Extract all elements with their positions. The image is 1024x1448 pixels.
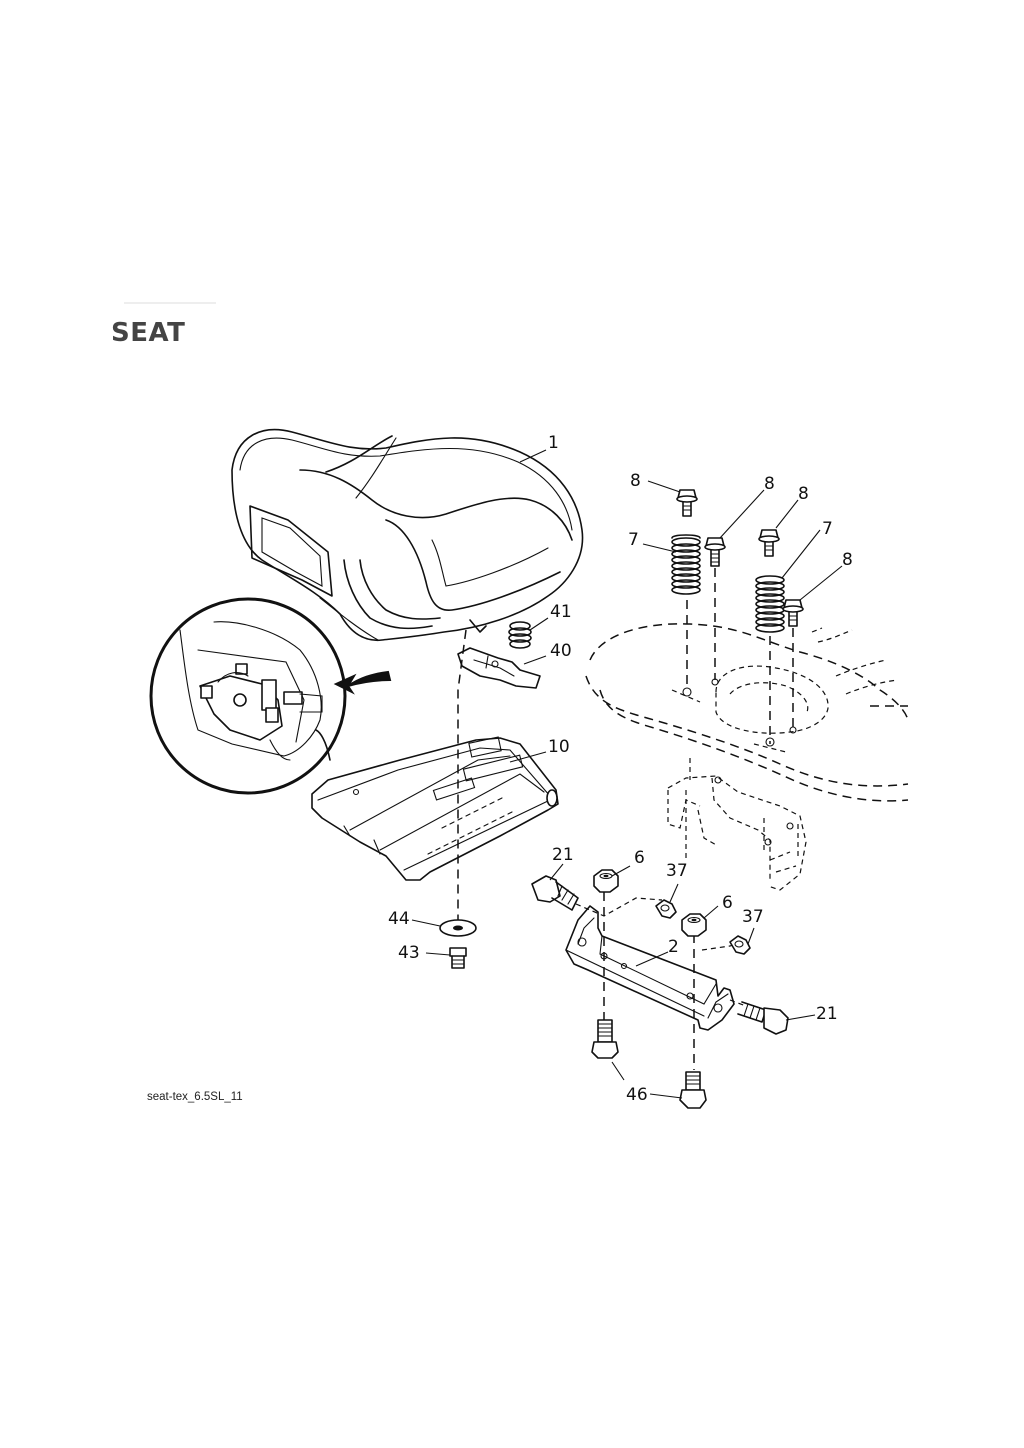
bolt-part-8-b: [704, 537, 726, 567]
nut-part-6-left: [593, 869, 619, 893]
callout-21-b: 21: [816, 1004, 838, 1024]
callout-21-a: 21: [552, 845, 574, 865]
spring-part-7-right: [755, 575, 785, 633]
spring-part-7-left: [671, 534, 701, 595]
callout-6-a: 6: [634, 848, 645, 868]
callout-37-a: 37: [666, 861, 688, 881]
callout-7-a: 7: [628, 530, 639, 550]
callout-43: 43: [398, 943, 420, 963]
bolt-part-8-c: [758, 529, 780, 557]
callout-1: 1: [548, 433, 559, 453]
bolt-part-46-right: [679, 1071, 707, 1109]
callout-40: 40: [550, 641, 572, 661]
bolt-part-21-left: [531, 875, 579, 911]
bolt-part-8-d: [782, 599, 804, 627]
callout-46: 46: [626, 1085, 648, 1105]
nut-part-37-right: [729, 935, 751, 955]
title-rule: [124, 302, 216, 304]
assembly-line-bolt-21-left: [575, 897, 663, 917]
callout-8-a: 8: [630, 471, 641, 491]
callout-6-b: 6: [722, 893, 733, 913]
bolt-part-46-left: [591, 1019, 619, 1059]
bracket-part-2: [565, 905, 735, 1031]
washer-part-44: [439, 919, 477, 937]
seat-switch-detail-inset: [149, 597, 347, 795]
bracket-part-40: [457, 647, 541, 689]
bolt-part-43: [449, 947, 467, 969]
callout-8-b: 8: [764, 474, 775, 494]
seat-pan-part-10: [311, 736, 559, 881]
callout-10: 10: [548, 737, 570, 757]
callout-41: 41: [550, 602, 572, 622]
callout-2: 2: [668, 937, 679, 957]
page-title: SEAT: [111, 318, 186, 348]
bolt-part-8-a: [676, 489, 698, 517]
nut-part-6-right: [681, 913, 707, 937]
bolt-part-21-right: [737, 1001, 789, 1035]
assembly-line-bolt-21-right: [729, 999, 747, 1007]
callout-8-c: 8: [798, 484, 809, 504]
callout-44: 44: [388, 909, 410, 929]
detail-arrow: [333, 670, 392, 695]
callout-8-d: 8: [842, 550, 853, 570]
callout-7-b: 7: [822, 519, 833, 539]
nut-part-37-left: [655, 899, 677, 919]
adjust-slot-row: [427, 797, 513, 855]
fender-frame-reference: [585, 623, 909, 802]
center-axis-line: [457, 629, 467, 924]
seat-part-1: [231, 428, 584, 641]
spring-part-41: [508, 621, 532, 649]
callout-37-b: 37: [742, 907, 764, 927]
leader-lines: [411, 449, 843, 1099]
figure-code: seat-tex_6.5SL_11: [147, 1091, 243, 1103]
assembly-line-nut-37-right: [701, 941, 741, 951]
frame-bracket-reference: [667, 758, 807, 891]
